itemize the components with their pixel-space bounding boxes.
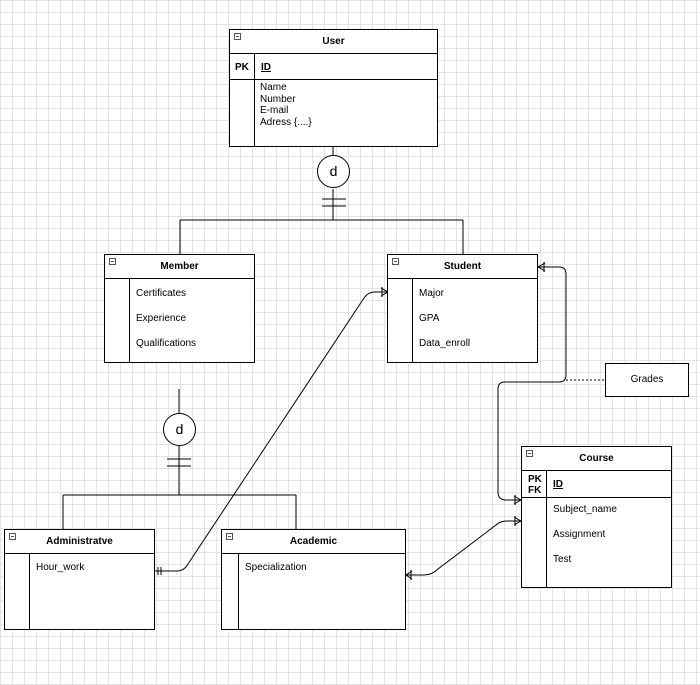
gutter-line [412, 279, 413, 362]
gutter-line [129, 279, 130, 362]
total-participation-mark-2 [167, 458, 191, 467]
pk-field: ID [261, 62, 271, 73]
crowfoot-student-course [536, 262, 546, 272]
member-attr-experience: Experience [136, 313, 187, 324]
user-attr-address: Adress {....} [260, 117, 312, 128]
user-attr-email: E-mail [260, 105, 289, 116]
administrative-attr-hour-work: Hour_work [36, 562, 85, 573]
grades-box[interactable]: Grades [605, 363, 689, 397]
academic-entity[interactable]: Academic Specialization [221, 529, 406, 630]
member-attr-certificates: Certificates [136, 288, 187, 299]
student-attr-major: Major [419, 288, 445, 299]
gutter-line [29, 554, 30, 629]
collapse-icon[interactable] [234, 33, 241, 40]
crowfoot-academic [405, 570, 413, 580]
administrative-entity[interactable]: Administratve Hour_work [4, 529, 155, 630]
student-entity-title: Student [443, 261, 482, 272]
total-participation-mark [322, 198, 346, 207]
gutter-line [254, 54, 255, 146]
gutter-line [546, 471, 547, 587]
administrative-entity-title: Administratve [46, 536, 113, 547]
member-entity-title: Member [160, 261, 199, 272]
collapse-icon[interactable] [9, 533, 16, 540]
academic-course-relationship [406, 520, 521, 576]
gutter-line [238, 554, 239, 629]
student-attr-gpa: GPA [419, 313, 440, 324]
disjoint-circle-top: d [317, 155, 350, 188]
collapse-icon[interactable] [392, 258, 399, 265]
pk-label: PK [235, 62, 249, 73]
student-entity-header: Student [388, 255, 537, 279]
course-attr-subject-name: Subject_name [553, 504, 617, 515]
user-attr-name: Name [260, 82, 287, 93]
fk-label: FK [528, 485, 542, 496]
administrative-student-relationship [155, 291, 388, 572]
administrative-entity-header: Administratve [5, 530, 154, 554]
academic-entity-header: Academic [222, 530, 405, 554]
disjoint-circle-bottom: d [163, 413, 196, 446]
course-entity-title: Course [579, 453, 614, 464]
collapse-icon[interactable] [226, 533, 233, 540]
academic-attr-specialization: Specialization [245, 562, 307, 573]
course-key-row: PK FK ID [522, 471, 671, 498]
student-course-relationship [497, 266, 567, 501]
pk-label: PK [528, 474, 542, 485]
course-entity-header: Course [522, 447, 671, 471]
member-entity-header: Member [105, 255, 254, 279]
course-entity[interactable]: Course PK FK ID Subject_name Assignment … [521, 446, 672, 588]
user-pk-row: PK ID [230, 54, 437, 80]
academic-entity-title: Academic [289, 536, 338, 547]
one-mark-admin [157, 567, 162, 575]
user-attr-number: Number [260, 94, 296, 105]
course-attr-assignment: Assignment [553, 529, 606, 540]
course-attr-test: Test [553, 554, 572, 565]
collapse-icon[interactable] [526, 450, 533, 457]
pk-field: ID [553, 479, 563, 490]
student-entity[interactable]: Student Major GPA Data_enroll [387, 254, 538, 363]
collapse-icon[interactable] [109, 258, 116, 265]
user-entity-title: User [322, 36, 345, 47]
student-attr-data-enroll: Data_enroll [419, 338, 471, 349]
grades-label: Grades [630, 374, 664, 385]
admin-academic-split-line [62, 494, 297, 529]
user-entity[interactable]: User PK ID Name Number E-mail Adress {..… [229, 29, 438, 147]
user-entity-header: User [230, 30, 437, 54]
member-student-split-line [179, 219, 464, 254]
member-attr-qualifications: Qualifications [136, 338, 197, 349]
member-entity[interactable]: Member Certificates Experience Qualifica… [104, 254, 255, 363]
